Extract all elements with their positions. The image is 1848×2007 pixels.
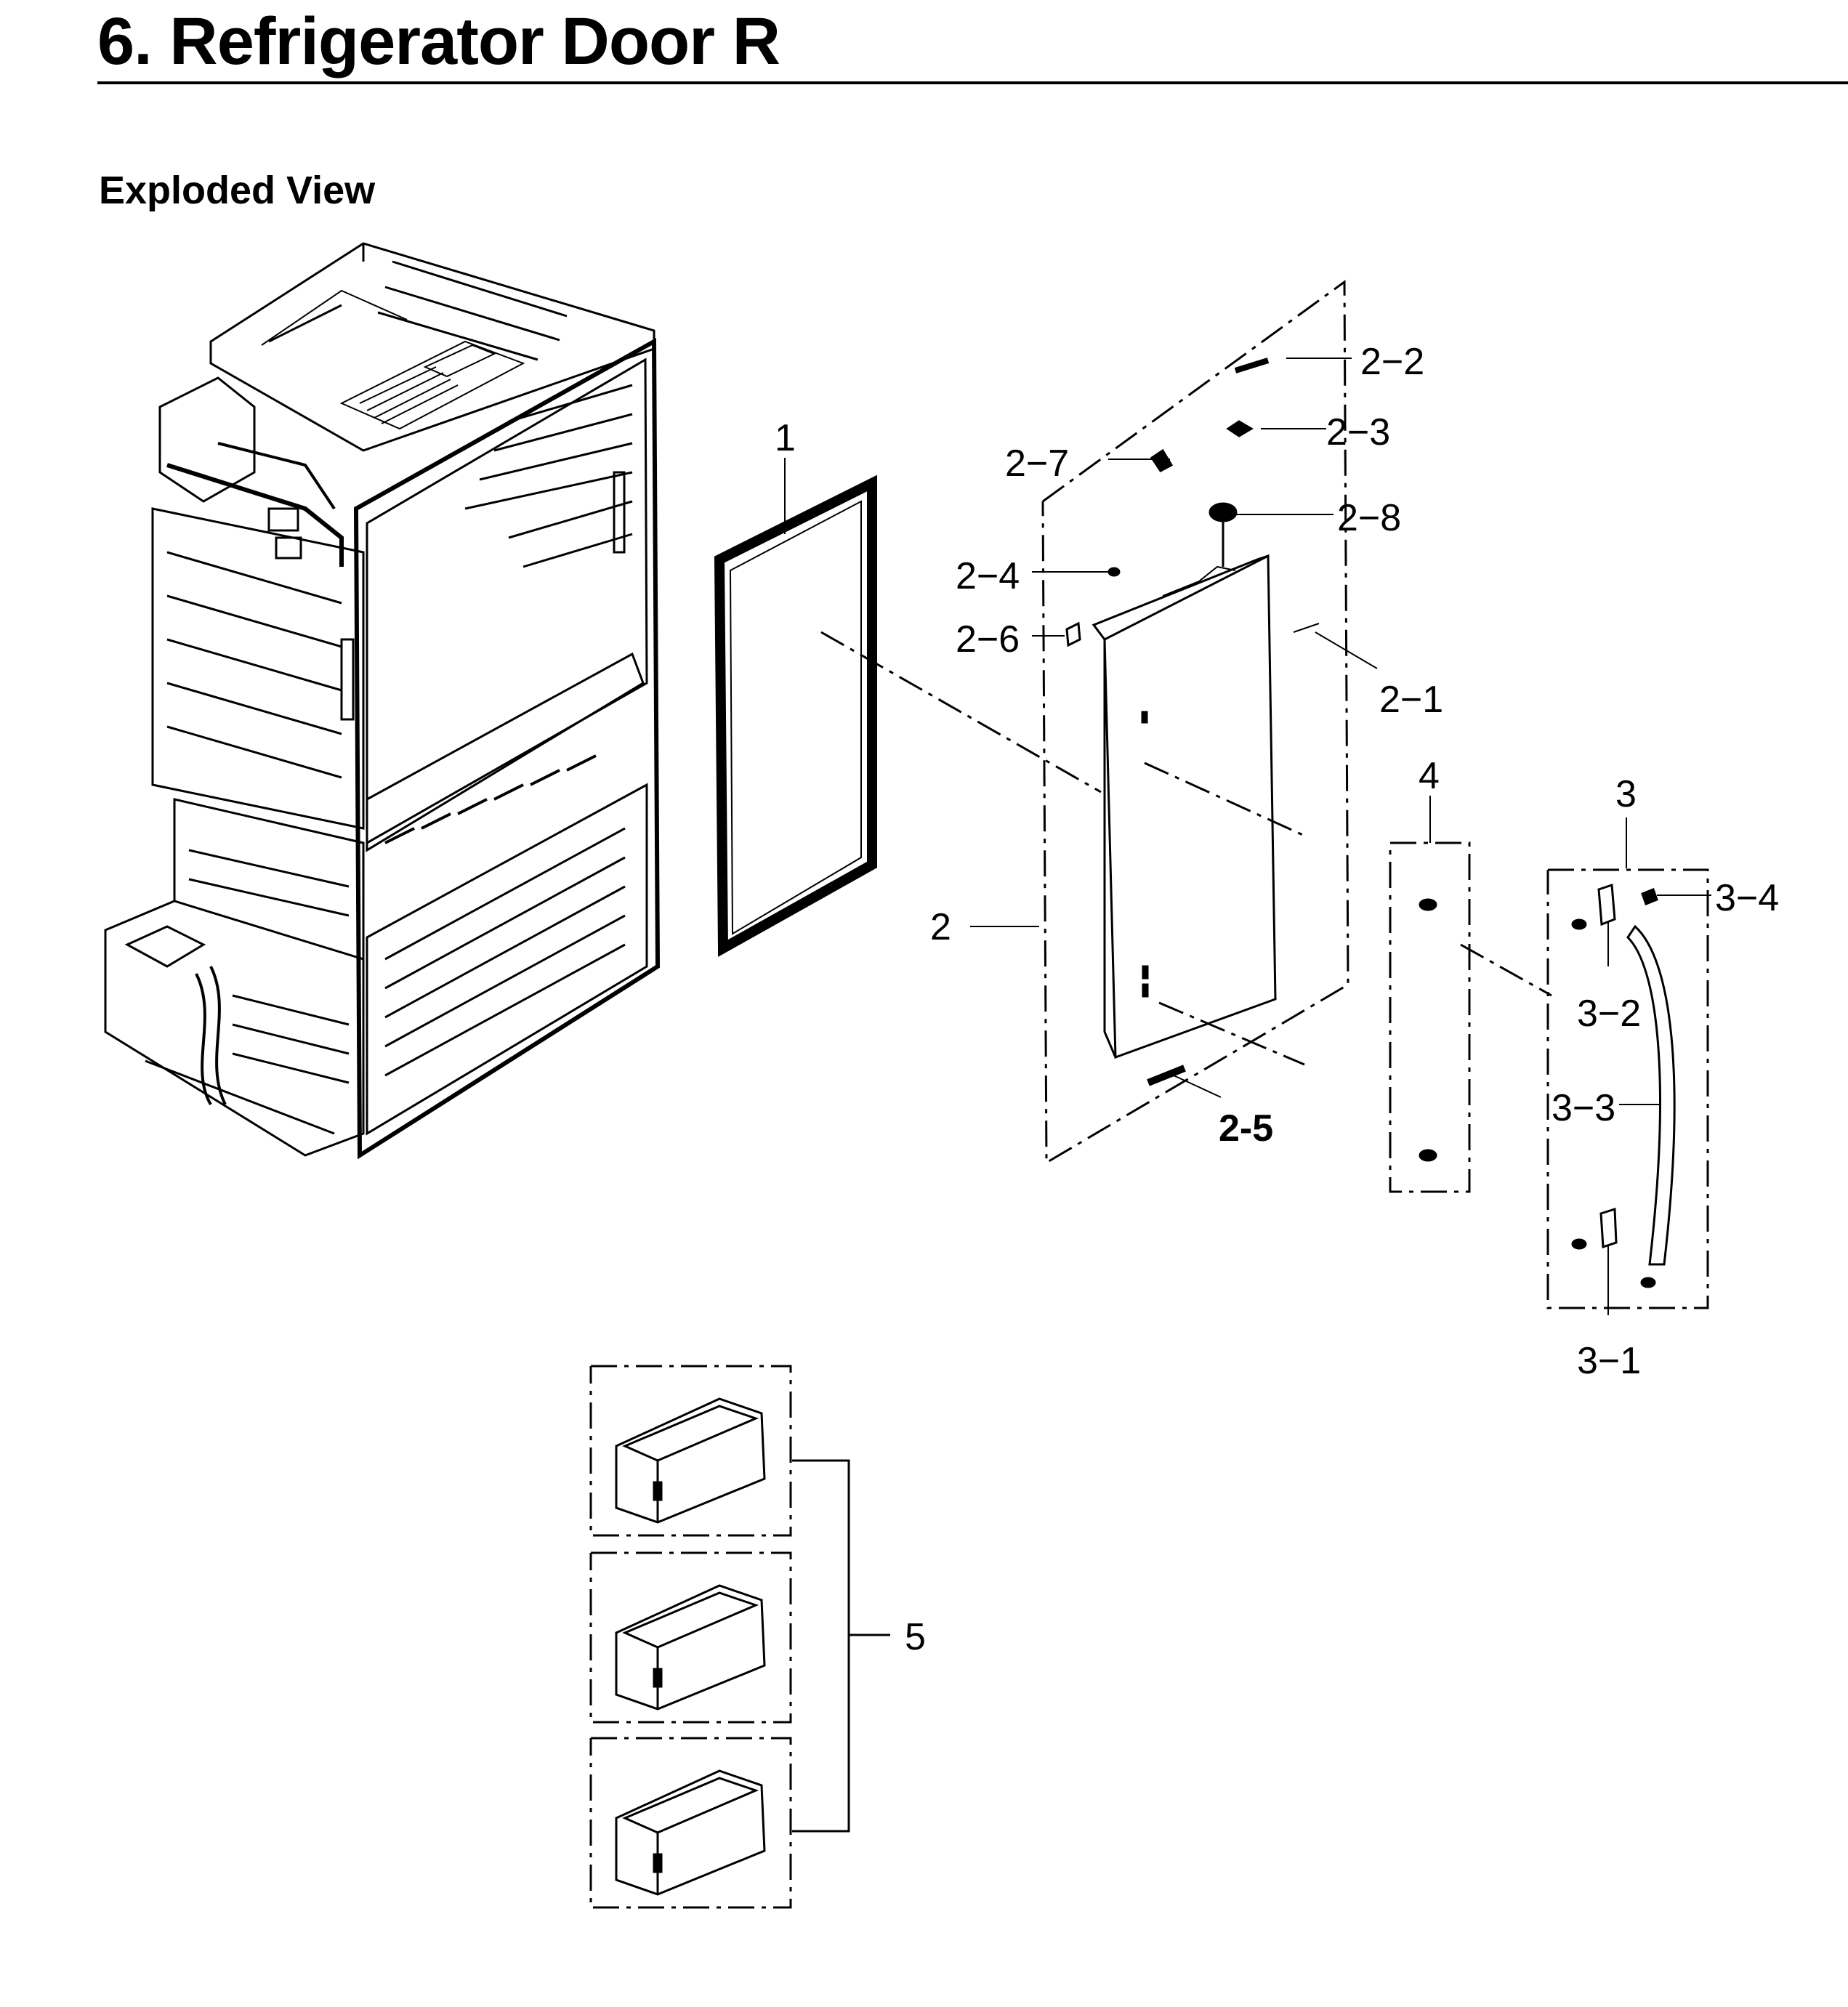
- part-2-3: [1226, 420, 1254, 437]
- callout-3: 3: [1615, 773, 1637, 815]
- callout-3-2: 3−2: [1577, 993, 1641, 1035]
- door-bin: [615, 1584, 766, 1711]
- callout-2-6: 2−6: [956, 618, 1020, 661]
- part-3-3: [1626, 924, 1676, 1266]
- part-2-7: [1150, 448, 1174, 472]
- callout-3-1: 3−1: [1577, 1340, 1641, 1382]
- callout-2-5: 2-5: [1219, 1107, 1273, 1150]
- callout-2-8: 2−8: [1337, 497, 1401, 539]
- callout-5: 5: [905, 1616, 926, 1658]
- part-3-1: [1599, 1207, 1618, 1249]
- section-heading: Exploded View: [99, 169, 376, 212]
- door-assembly-boundary: [1041, 280, 1349, 1165]
- part-4-cap: [1389, 841, 1471, 1193]
- callout-4: 4: [1419, 755, 1440, 797]
- callout-2: 2: [930, 906, 951, 948]
- door-bin: [615, 1397, 766, 1524]
- callout-2-7: 2−7: [1005, 443, 1069, 485]
- callout-2-1: 2−1: [1379, 679, 1443, 721]
- door-gasket: [714, 475, 877, 957]
- part-3-handle-assembly: [1546, 868, 1709, 1309]
- callout-1: 1: [775, 417, 796, 459]
- callout-3-3: 3−3: [1552, 1087, 1615, 1129]
- title-rule: [97, 81, 1848, 84]
- part-5-door-bins: [589, 1365, 890, 1909]
- part-2-8: [1209, 502, 1238, 522]
- door-bin: [615, 1769, 766, 1896]
- callout-labels: 1 2 2−2 2−3 2−7 2−8 2−4 2−6 2−1 2-5 4 3 …: [775, 341, 1779, 1658]
- leader-lines: [784, 358, 1711, 1315]
- callout-2-4: 2−4: [956, 555, 1020, 597]
- part-2-6: [1065, 621, 1081, 647]
- refrigerator-cabinet: [104, 242, 661, 1160]
- page-title: 6. Refrigerator Door R: [97, 4, 780, 78]
- part-3-2: [1597, 883, 1616, 926]
- callout-2-2: 2−2: [1360, 341, 1424, 383]
- door-panel: [1092, 554, 1277, 1059]
- callout-2-3: 2−3: [1326, 411, 1390, 453]
- part-2-5: [1147, 1065, 1186, 1086]
- part-3-4: [1641, 888, 1658, 905]
- callout-3-4: 3−4: [1715, 877, 1779, 919]
- part-2-2: [1234, 358, 1270, 373]
- door-small-parts: [1065, 358, 1320, 1086]
